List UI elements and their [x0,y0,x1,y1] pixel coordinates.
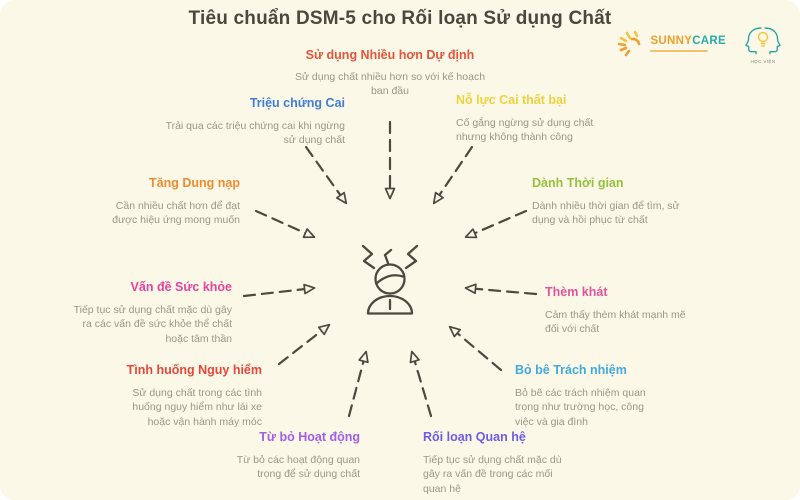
criterion-label: Tình huống Nguy hiểm [126,363,262,377]
criterion-failed-quit: Nỗ lực Cai thất bại Cố gắng ngừng sử dụn… [456,93,616,145]
criterion-description: Từ bỏ các hoạt động quan trọng để sử dụn… [236,453,360,481]
arrow-withdrawal [304,145,348,205]
two-heads-lightbulb-icon [745,27,781,55]
stressed-person-icon [361,244,419,315]
sunnycare-logo: SUNNYCARE [614,26,726,60]
criterion-label: Bỏ bê Trách nhiệm [515,363,627,377]
sunnycare-tagline-line [650,49,709,52]
criterion-relationship-problems: Rối loạn Quan hệ Tiếp tục sử dụng chất m… [423,430,573,497]
criterion-description: Sử dụng chất trong các tình huống nguy h… [132,386,262,428]
criterion-label: Thèm khát [545,285,608,299]
sunnycare-name-part1: SUNNY [650,34,693,47]
criterion-label: Dành Thời gian [532,176,624,190]
criterion-description: Trải qua các triệu chứng cai khi ngừng s… [165,119,345,147]
arrow-hazardous-situations [277,323,331,366]
arrow-failed-quit [432,145,474,205]
criterion-description: Cố gắng ngừng sử dụng chất nhưng không t… [456,116,594,144]
page-title: Tiêu chuẩn DSM-5 cho Rối loạn Sử dụng Ch… [188,8,612,29]
criterion-label: Rối loạn Quan hệ [423,430,526,444]
criterion-description: Cảm thấy thèm khát mạnh mẽ đối với chất [545,308,686,336]
criterion-withdrawal: Triệu chứng Cai Trải qua các triệu chứng… [165,96,345,148]
criterion-description: Dành nhiều thời gian để tìm, sử dụng và … [532,199,680,227]
criterion-hazardous-situations: Tình huống Nguy hiểm Sử dụng chất trong … [112,363,262,430]
criterion-label: Nỗ lực Cai thất bại [456,93,567,107]
arrow-relationship-problems [409,350,433,418]
criterion-more-than-planned: Sử dụng Nhiều hơn Dự định Sử dụng chất n… [290,48,490,99]
sunnycare-name-part2: CARE [692,34,726,47]
academy-logo: HỌC VIỆN [742,26,784,64]
criterion-description: Sử dụng chất nhiều hơn so với kế hoạch b… [294,70,486,98]
criterion-description: Cần nhiều chất hơn để đạt được hiệu ứng … [112,199,240,227]
criterion-give-up-activities: Từ bỏ Hoạt động Từ bỏ các hoạt động quan… [225,430,360,482]
arrow-craving [464,283,538,296]
criterion-label: Sử dụng Nhiều hơn Dự định [305,48,475,62]
criterion-label: Triệu chứng Cai [249,96,345,110]
arrow-health-problems [242,283,316,298]
criterion-neglect-responsibilities: Bỏ bê Trách nhiệm Bỏ bê các trách nhiệm … [515,363,660,430]
sunnycare-wordmark: SUNNYCARE [650,35,726,52]
academy-tagline: HỌC VIỆN [750,59,776,64]
arrow-time-spent [464,209,528,239]
criterion-health-problems: Vấn đề Sức khỏe Tiếp tục sử dụng chất mặ… [70,280,232,347]
criterion-label: Vấn đề Sức khỏe [130,280,232,294]
criterion-label: Từ bỏ Hoạt động [259,430,360,444]
criterion-description: Tiếp tục sử dụng chất mặc dù gây ra vấn … [423,453,562,495]
criterion-craving: Thèm khát Cảm thấy thèm khát mạnh mẽ đối… [545,285,695,337]
arrow-tolerance [254,209,316,239]
criterion-time-spent: Dành Thời gian Dành nhiều thời gian để t… [532,176,700,228]
logos: SUNNYCARE HỌC VIỆN [614,26,784,64]
arrow-neglect-responsibilities [448,325,503,372]
criterion-label: Tăng Dung nạp [149,176,240,190]
arrow-give-up-activities [347,350,369,418]
criterion-description: Bỏ bê các trách nhiệm quan trọng như trư… [515,386,646,428]
sun-icon [618,30,641,57]
criterion-tolerance: Tăng Dung nạp Cần nhiều chất hơn để đạt … [95,176,240,228]
criterion-description: Tiếp tục sử dụng chất mặc dù gây ra các … [73,303,232,345]
